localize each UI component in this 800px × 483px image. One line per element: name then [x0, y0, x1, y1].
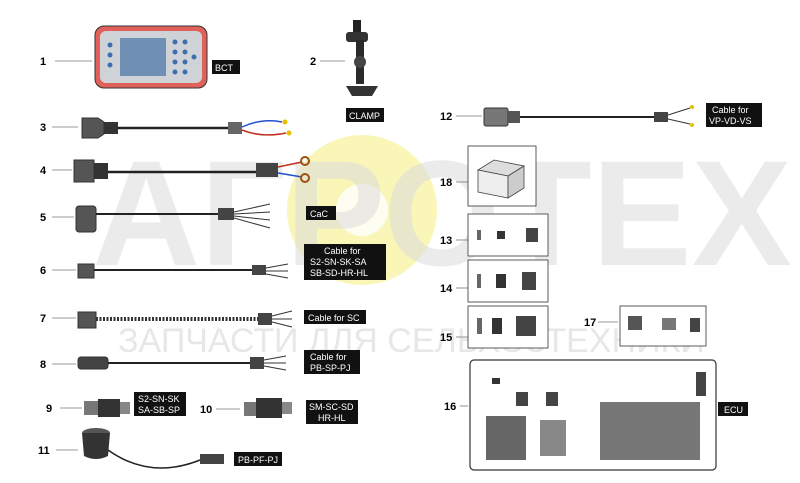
part-label-line: CaC	[310, 209, 329, 219]
part-label-line: PB-SP-PJ	[310, 363, 351, 373]
part-label-box	[234, 452, 282, 466]
connector-icon	[75, 205, 97, 233]
part-17[interactable]: 17	[584, 305, 707, 347]
part-label-box	[134, 392, 186, 416]
part-label-box	[706, 103, 762, 127]
part-label-line: S2-SN-SK	[138, 394, 180, 404]
fittings-icon	[477, 228, 538, 242]
part-label-box	[306, 400, 358, 424]
connector-icon	[77, 356, 109, 370]
part-number: 16	[444, 401, 456, 413]
part-number: 1	[40, 56, 46, 68]
part-1[interactable]: 1 BCT	[40, 25, 240, 89]
connector-icon	[81, 117, 105, 139]
fittings-icon	[477, 316, 536, 336]
part-number: 10	[200, 404, 212, 416]
part-label-line: SA-SB-SP	[138, 405, 180, 415]
part-8[interactable]: 8 Cable for PB-SP-PJ	[40, 350, 360, 374]
part-9[interactable]: 9 S2-SN-SK SA-SB-SP	[46, 392, 186, 417]
part-label-box	[304, 310, 366, 324]
part-6[interactable]: 6 Cable for S2-SN-SK-SA SB-SD-HR-HL	[40, 244, 386, 280]
sensor-cup-icon	[82, 428, 110, 459]
fittings-icon	[477, 272, 536, 290]
part-4[interactable]: 4	[40, 156, 310, 183]
part-label-line: CLAMP	[349, 111, 380, 121]
part-2[interactable]: 2 CLAMP	[310, 20, 384, 122]
part-label-line: PB-PF-PJ	[238, 455, 278, 465]
connector-icon	[77, 311, 97, 329]
part-label-line: ECU	[724, 405, 743, 415]
connector-icon	[483, 107, 509, 127]
part-number: 17	[584, 317, 596, 329]
part-16[interactable]: 16 ECU	[444, 359, 748, 471]
part-number: 14	[440, 283, 453, 295]
package-box-icon	[476, 159, 526, 199]
part-label-line: S2-SN-SK-SA	[310, 257, 367, 267]
part-label-box	[304, 244, 386, 280]
part-7[interactable]: 7 Cable for SC	[40, 310, 366, 329]
part-label-line: VP-VD-VS	[709, 116, 752, 126]
part-10[interactable]: 10 SM-SC-SD HR-HL	[200, 398, 358, 424]
part-14[interactable]: 14	[440, 259, 549, 303]
part-number: 6	[40, 265, 46, 277]
part-label-line: SB-SD-HR-HL	[310, 268, 368, 278]
part-number: 8	[40, 359, 46, 371]
part-13[interactable]: 13	[440, 213, 549, 257]
part-number: 13	[440, 235, 452, 247]
part-label-line: BCT	[215, 63, 234, 73]
part-number: 3	[40, 122, 46, 134]
watermark-sub-text: ЗАПЧАСТИ ДЛЯ СЕЛЬХОЗТЕХНИКИ	[118, 322, 705, 360]
connector-icon	[77, 263, 95, 279]
part-label-box	[718, 402, 748, 416]
part-label-box	[346, 108, 384, 122]
part-label-line: Cable for	[324, 246, 361, 256]
part-number: 18	[440, 177, 452, 189]
part-11[interactable]: 11 PB-PF-PJ	[38, 428, 282, 469]
part-5[interactable]: 5 CaC	[40, 203, 336, 233]
clamp-icon	[346, 20, 378, 96]
part-15[interactable]: 15	[440, 305, 549, 349]
part-label-line: SM-SC-SD	[309, 402, 354, 412]
ecu-board-icon	[469, 359, 717, 471]
part-number: 9	[46, 403, 52, 415]
sensor-icon	[84, 399, 130, 417]
part-label-line: Cable for	[310, 352, 347, 362]
part-label-line: HR-HL	[318, 413, 346, 423]
part-label-line: Cable for SC	[308, 313, 360, 323]
part-label-box	[306, 206, 336, 220]
display-screen	[120, 38, 166, 76]
part-number: 5	[40, 212, 46, 224]
part-12[interactable]: 12 Cable for VP-VD-VS	[440, 103, 762, 127]
part-number: 12	[440, 111, 452, 123]
part-number: 15	[440, 332, 452, 344]
connector-icon	[73, 159, 95, 183]
part-number: 4	[40, 165, 47, 177]
sensor-icon	[244, 398, 292, 418]
part-label-box	[212, 60, 240, 74]
part-number: 7	[40, 313, 46, 325]
part-3[interactable]: 3	[40, 117, 292, 139]
part-18[interactable]: 18	[440, 145, 537, 207]
part-label-box	[304, 350, 360, 374]
part-number: 2	[310, 56, 316, 68]
part-number: 11	[38, 445, 50, 457]
part-label-line: Cable for	[712, 105, 749, 115]
